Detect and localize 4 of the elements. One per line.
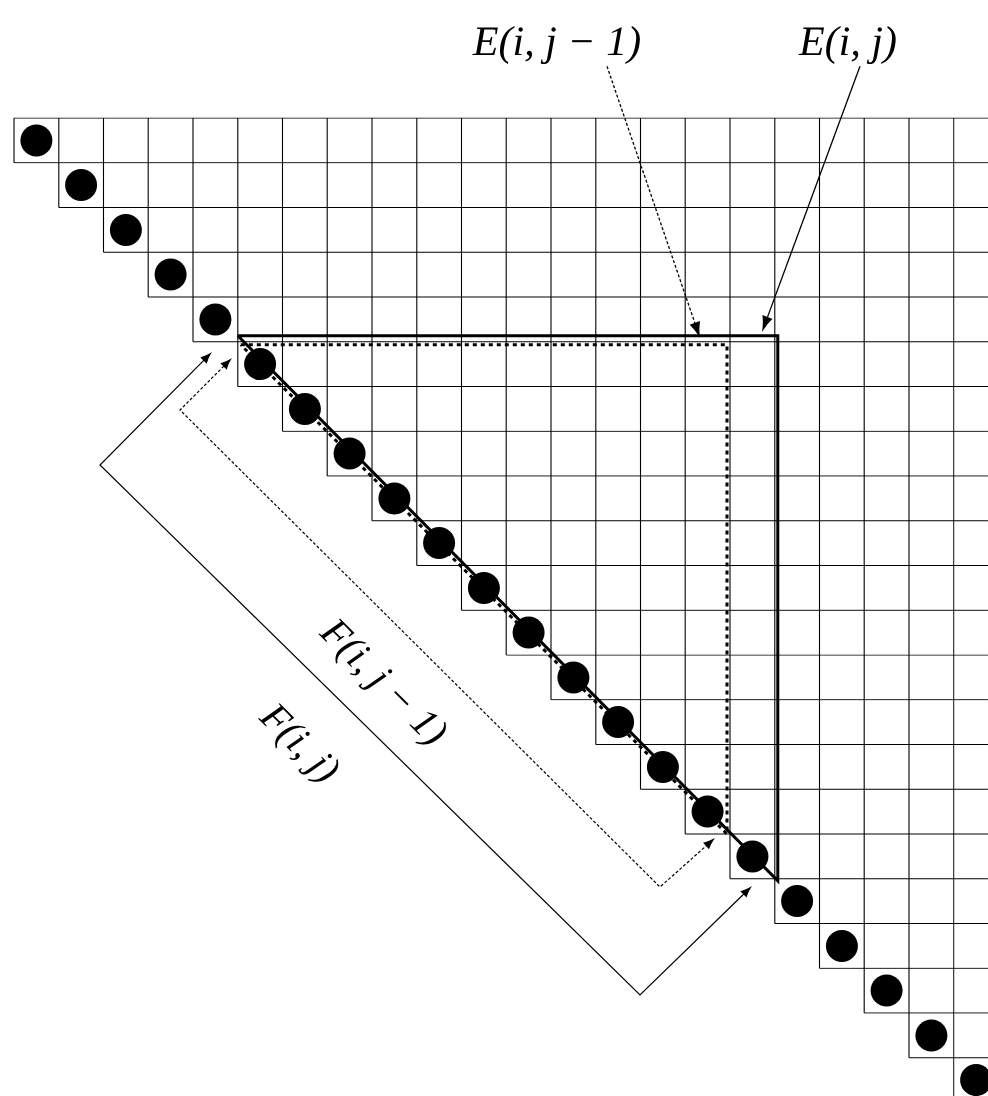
math-label: E(i, j − 1) <box>472 25 640 65</box>
leader-arrow <box>606 65 700 336</box>
leader-arrow <box>762 65 861 330</box>
math-label: E(i, j) <box>798 25 896 65</box>
